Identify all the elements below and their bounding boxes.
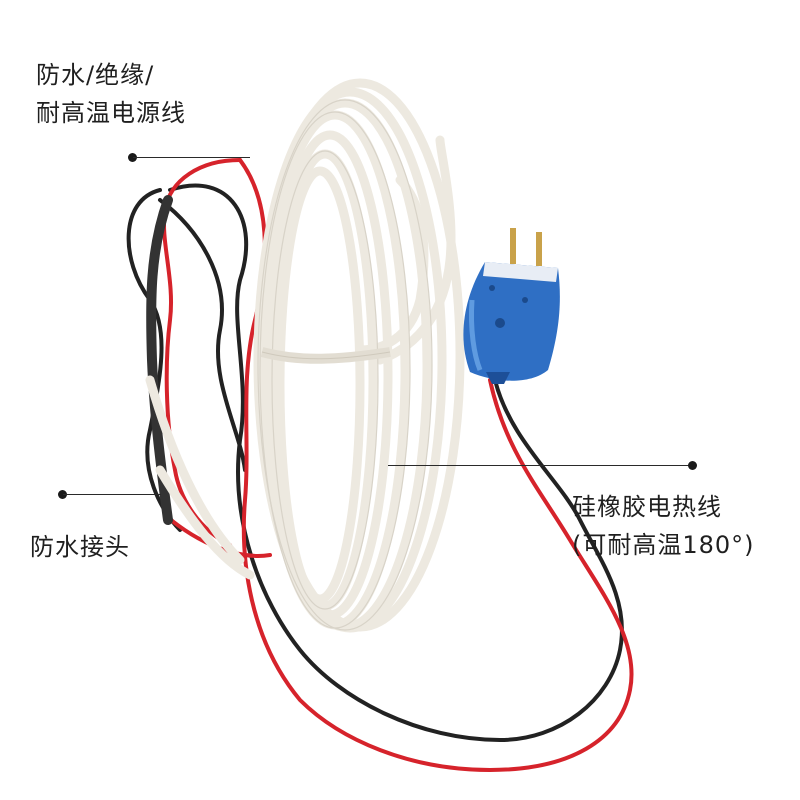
black-wire xyxy=(126,183,624,743)
callout-heating-wire-dot xyxy=(688,461,697,470)
callout-heating-wire-line xyxy=(388,465,690,466)
cable-tie-edge xyxy=(261,351,391,360)
callout-power-cord-dot xyxy=(128,153,137,162)
callout-heating-wire-line1: 硅橡胶电热线 xyxy=(572,493,722,521)
callout-joint-line xyxy=(63,494,161,495)
callout-waterproof-joint: 防水接头 xyxy=(30,533,130,561)
callout-heating-wire-line2: (可耐高温180°) xyxy=(572,531,755,559)
callout-heating-wire: 硅橡胶电热线 (可耐高温180°) xyxy=(572,488,755,564)
cable-tie xyxy=(260,347,391,364)
coil-shading xyxy=(257,99,433,631)
callout-power-cord-line xyxy=(133,157,250,158)
plug xyxy=(463,228,560,384)
callout-power-cord: 防水/绝缘/ 耐高温电源线 xyxy=(36,56,186,132)
callout-joint-dot xyxy=(58,490,67,499)
callout-power-cord-line1: 防水/绝缘/ xyxy=(36,61,155,89)
callout-power-cord-line2: 耐高温电源线 xyxy=(36,99,186,127)
